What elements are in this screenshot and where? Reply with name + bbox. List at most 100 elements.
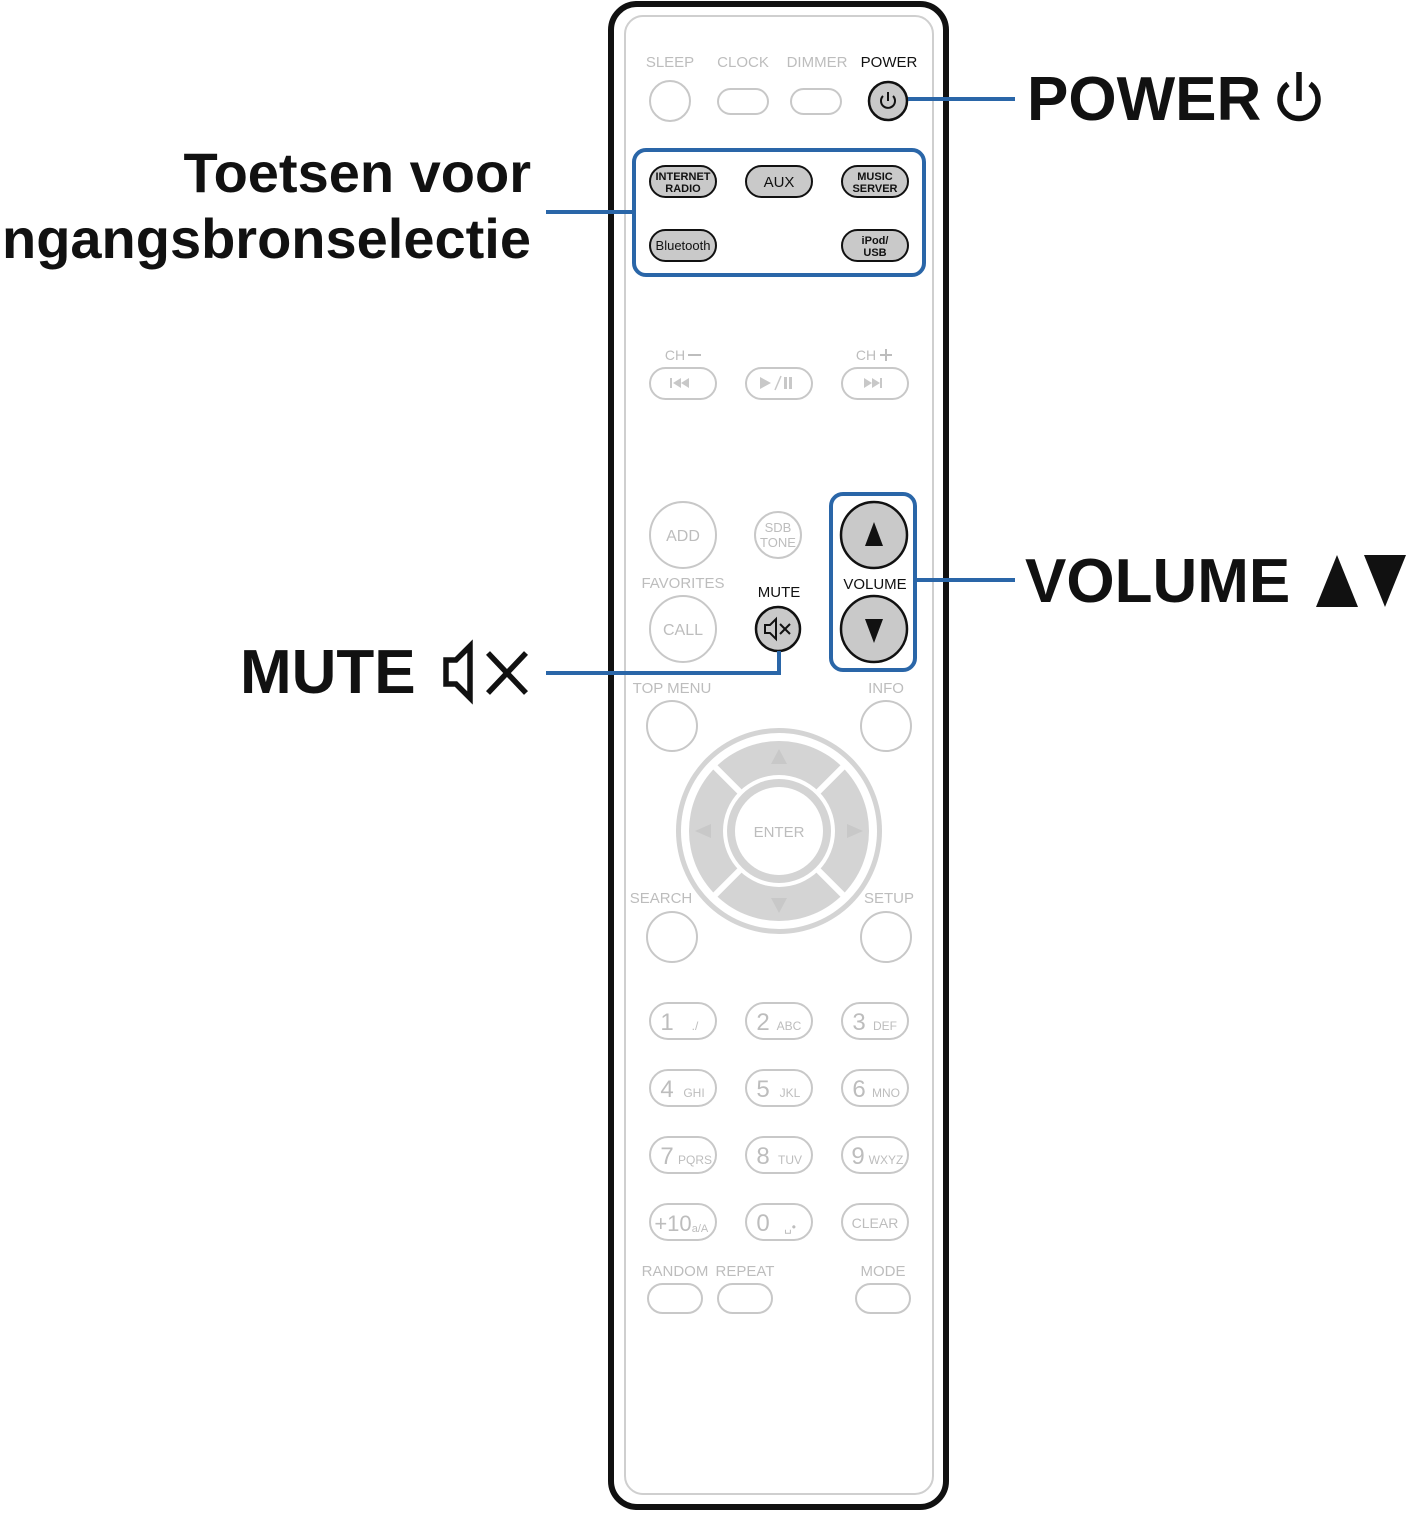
plus-ten-num: +10 bbox=[654, 1211, 691, 1236]
tone-label: TONE bbox=[760, 535, 796, 550]
search-label: SEARCH bbox=[630, 890, 693, 907]
input-select-line-2: ingangsbronselectie bbox=[0, 207, 531, 270]
internet-radio-label-2: RADIO bbox=[665, 183, 701, 195]
digit-0-button[interactable]: 0 ␣• bbox=[745, 1203, 813, 1241]
digit-9-num: 9 bbox=[851, 1143, 864, 1170]
remote-body-inner bbox=[624, 15, 934, 1495]
power-icon bbox=[880, 95, 896, 109]
digit-7-button[interactable]: 7 PQRS bbox=[649, 1136, 717, 1174]
nav-down-button[interactable] bbox=[771, 898, 787, 913]
power-callout: POWER bbox=[1027, 65, 1262, 134]
input-select-callout: Toetsen voor ingangsbronselectie bbox=[0, 140, 531, 272]
digit-8-sub: TUV bbox=[778, 1153, 802, 1167]
ipod-usb-label-2: USB bbox=[863, 247, 886, 259]
repeat-label: REPEAT bbox=[716, 1263, 775, 1280]
enter-button[interactable]: ENTER bbox=[737, 789, 821, 873]
clock-button[interactable] bbox=[717, 88, 769, 115]
setup-button[interactable] bbox=[860, 911, 912, 963]
bluetooth-button[interactable]: Bluetooth bbox=[649, 229, 717, 262]
dimmer-button[interactable] bbox=[790, 88, 842, 115]
digit-5-num: 5 bbox=[756, 1076, 769, 1103]
keypad: 1 ./ 2 ABC 3 DEF 4 GHI 5 JKL 6 MNO bbox=[649, 1002, 909, 1241]
plus-ten-sub: a/A bbox=[692, 1223, 709, 1235]
plus-ten-button[interactable]: +10 a/A bbox=[649, 1203, 717, 1241]
callout-mute-icon bbox=[443, 639, 528, 705]
digit-1-button[interactable]: 1 ./ bbox=[649, 1002, 717, 1040]
digit-6-sub: MNO bbox=[872, 1086, 900, 1100]
digit-8-button[interactable]: 8 TUV bbox=[745, 1136, 813, 1174]
input-select-line-1: Toetsen voor bbox=[183, 141, 531, 204]
ipod-usb-label-1: iPod/ bbox=[862, 235, 889, 247]
ipod-usb-button[interactable]: iPod/ USB bbox=[841, 229, 909, 262]
nav-left-button[interactable] bbox=[695, 824, 711, 838]
add-button[interactable]: ADD bbox=[649, 501, 717, 569]
volume-up-button[interactable] bbox=[839, 500, 909, 570]
add-label: ADD bbox=[666, 528, 700, 545]
music-server-button[interactable]: MUSIC SERVER bbox=[841, 165, 909, 198]
power-button[interactable] bbox=[867, 80, 909, 122]
call-label: CALL bbox=[663, 622, 703, 639]
mute-icon bbox=[764, 616, 791, 642]
digit-5-button[interactable]: 5 JKL bbox=[745, 1069, 813, 1107]
skip-back-button[interactable] bbox=[649, 367, 717, 400]
digit-9-button[interactable]: 9 WXYZ bbox=[841, 1136, 909, 1174]
mode-button[interactable] bbox=[855, 1283, 911, 1314]
internet-radio-button[interactable]: INTERNET RADIO bbox=[649, 165, 717, 198]
mute-button[interactable] bbox=[754, 605, 802, 653]
digit-7-sub: PQRS bbox=[678, 1153, 712, 1167]
digit-0-sub: ␣• bbox=[784, 1220, 796, 1234]
clock-label: CLOCK bbox=[717, 54, 769, 71]
play-pause-button[interactable] bbox=[745, 367, 813, 400]
power-label: POWER bbox=[861, 54, 918, 71]
sleep-label: SLEEP bbox=[646, 54, 694, 71]
repeat-button[interactable] bbox=[717, 1283, 773, 1314]
search-button[interactable] bbox=[646, 911, 698, 963]
music-server-label-2: SERVER bbox=[852, 183, 897, 195]
sdb-tone-button[interactable]: SDB TONE bbox=[754, 511, 802, 559]
digit-4-sub: GHI bbox=[683, 1086, 704, 1100]
mute-remote-label: MUTE bbox=[758, 584, 801, 601]
call-button[interactable]: CALL bbox=[649, 595, 717, 663]
top-menu-button[interactable] bbox=[646, 700, 698, 752]
music-server-label-1: MUSIC bbox=[857, 171, 893, 183]
clear-label: CLEAR bbox=[852, 1215, 899, 1231]
play-pause-icon bbox=[760, 375, 792, 391]
ch-minus-label: CH bbox=[665, 347, 685, 363]
clear-button[interactable]: CLEAR bbox=[841, 1203, 909, 1241]
triangle-down-icon bbox=[865, 619, 883, 643]
digit-0-num: 0 bbox=[756, 1210, 769, 1237]
skip-back-icon bbox=[670, 378, 689, 388]
favorites-label: FAVORITES bbox=[641, 575, 724, 592]
dimmer-label: DIMMER bbox=[787, 54, 848, 71]
digit-3-sub: DEF bbox=[873, 1019, 897, 1033]
nav-right-button[interactable] bbox=[847, 824, 863, 838]
enter-label: ENTER bbox=[754, 824, 805, 841]
bluetooth-label: Bluetooth bbox=[656, 238, 711, 253]
nav-up-button[interactable] bbox=[771, 749, 787, 764]
mute-callout: MUTE bbox=[240, 638, 416, 707]
aux-label: AUX bbox=[764, 174, 795, 191]
info-button[interactable] bbox=[860, 700, 912, 752]
sleep-button[interactable] bbox=[649, 80, 691, 122]
digit-3-button[interactable]: 3 DEF bbox=[841, 1002, 909, 1040]
digit-3-num: 3 bbox=[852, 1009, 865, 1036]
callout-volume-icon bbox=[1316, 555, 1406, 607]
digit-1-num: 1 bbox=[660, 1009, 673, 1036]
digit-4-button[interactable]: 4 GHI bbox=[649, 1069, 717, 1107]
digit-6-button[interactable]: 6 MNO bbox=[841, 1069, 909, 1107]
random-button[interactable] bbox=[647, 1283, 703, 1314]
sdb-label: SDB bbox=[765, 520, 792, 535]
skip-forward-button[interactable] bbox=[841, 367, 909, 400]
digit-8-num: 8 bbox=[756, 1143, 769, 1170]
internet-radio-label-1: INTERNET bbox=[656, 171, 711, 183]
digit-2-button[interactable]: 2 ABC bbox=[745, 1002, 813, 1040]
digit-2-num: 2 bbox=[756, 1009, 769, 1036]
volume-down-button[interactable] bbox=[839, 594, 909, 664]
digit-5-sub: JKL bbox=[780, 1086, 801, 1100]
digit-2-sub: ABC bbox=[777, 1019, 802, 1033]
aux-button[interactable]: AUX bbox=[745, 165, 813, 198]
mute-leader bbox=[546, 651, 781, 675]
info-label: INFO bbox=[868, 680, 904, 697]
